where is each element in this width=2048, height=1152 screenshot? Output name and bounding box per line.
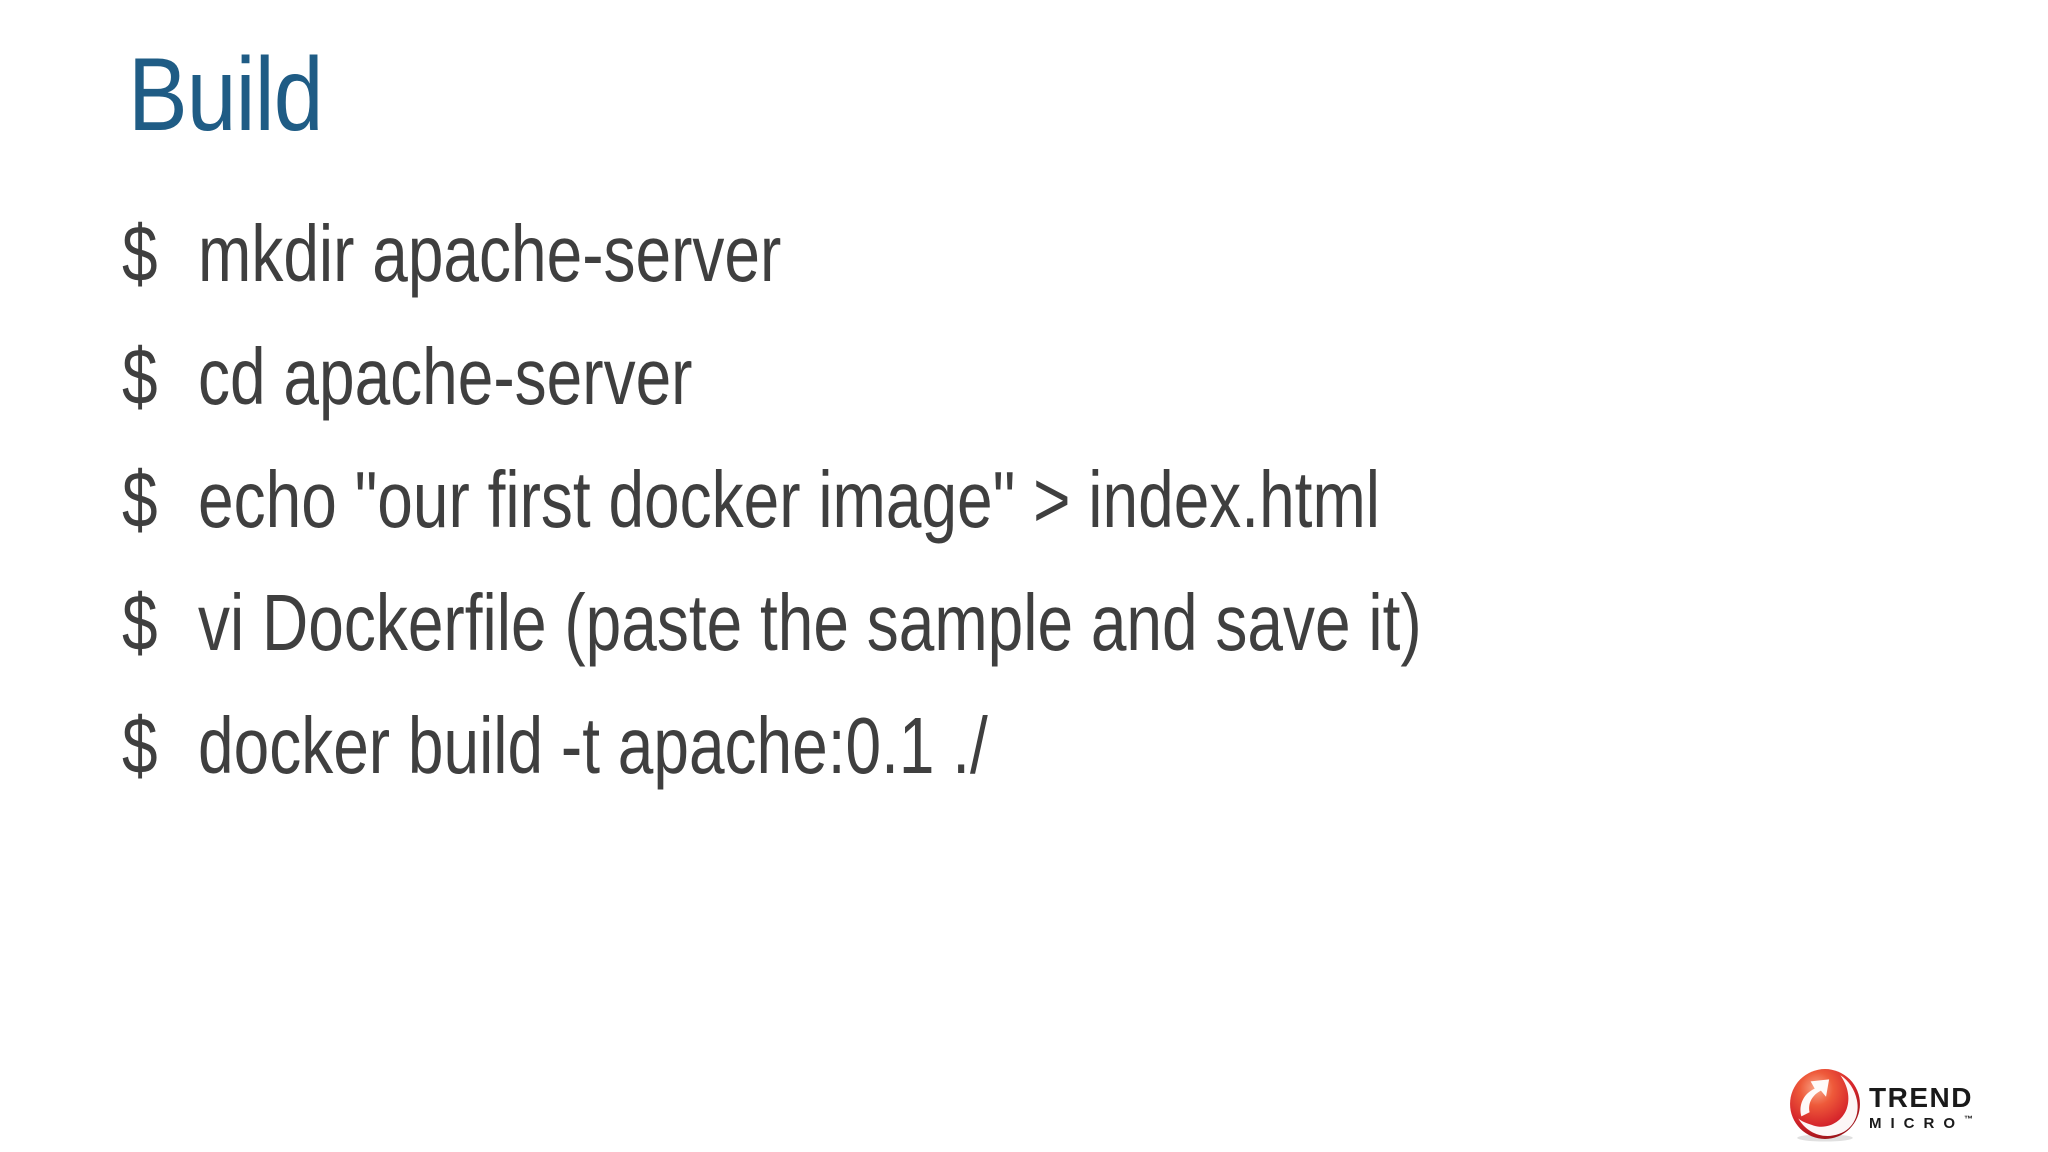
logo-text-micro: MICRO™ — [1869, 1114, 1973, 1132]
terminal-line: $ vi Dockerfile (paste the sample and sav… — [122, 561, 1422, 684]
slide-title: Build — [128, 37, 323, 153]
terminal-line: $ docker build -t apache:0.1 ./ — [122, 684, 1422, 807]
shell-prompt: $ — [122, 209, 158, 298]
shell-prompt: $ — [122, 332, 158, 421]
trend-micro-wordmark: TREND MICRO™ — [1869, 1082, 1973, 1133]
terminal-line: $ cd apache-server — [122, 315, 1422, 438]
trademark-symbol: ™ — [1964, 1114, 1973, 1124]
shell-command: echo "our first docker image" > index.ht… — [198, 455, 1380, 544]
shell-command: docker build -t apache:0.1 ./ — [198, 701, 988, 790]
shell-prompt: $ — [122, 701, 158, 790]
shell-command: cd apache-server — [198, 332, 693, 421]
trend-micro-logo: TREND MICRO™ — [1788, 1066, 1973, 1142]
shell-command: mkdir apache-server — [198, 209, 782, 298]
terminal-command-list: $ mkdir apache-server $ cd apache-server $… — [122, 192, 1747, 807]
logo-text-trend: TREND — [1869, 1082, 1973, 1113]
shell-prompt: $ — [122, 578, 158, 667]
trend-micro-ball-icon — [1790, 1069, 1860, 1142]
terminal-line: $ mkdir apache-server — [122, 192, 1422, 315]
shell-command: vi Dockerfile (paste the sample and save… — [198, 578, 1422, 667]
terminal-line: $ echo "our first docker image" > index.h… — [122, 438, 1422, 561]
shell-prompt: $ — [122, 455, 158, 544]
